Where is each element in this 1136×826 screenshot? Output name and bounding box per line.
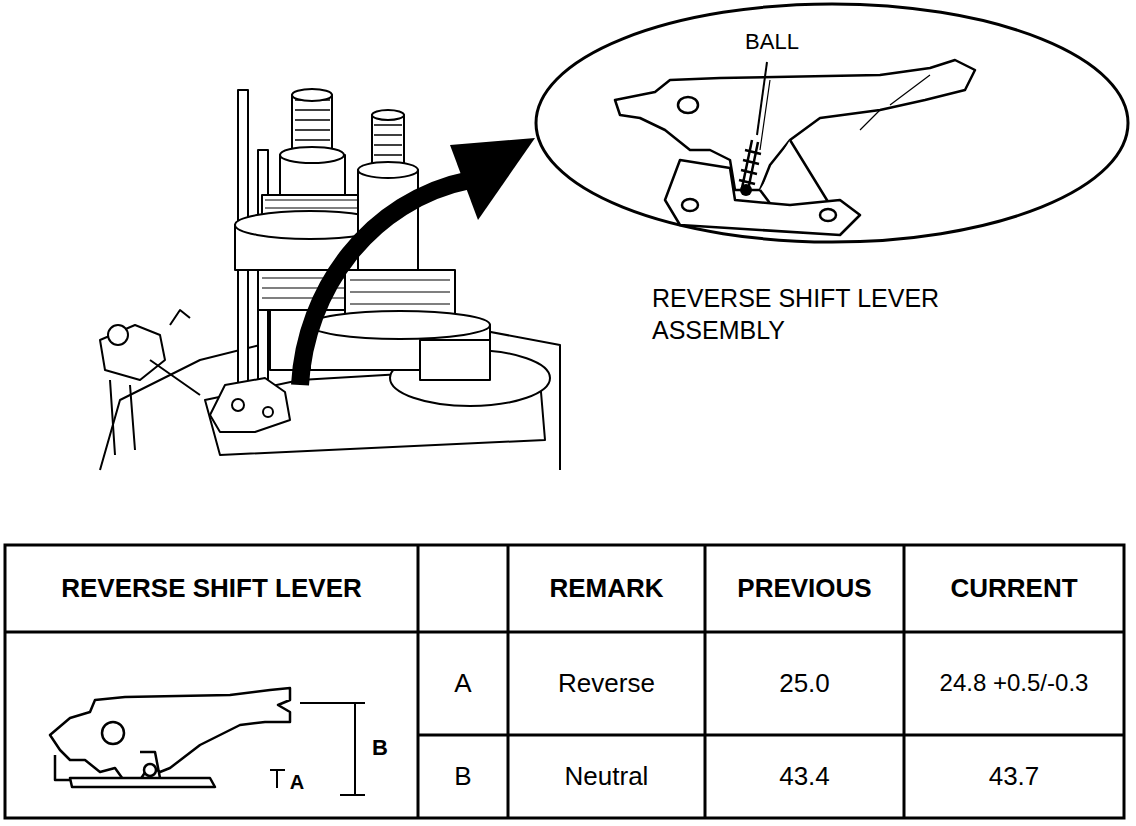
table-header: REVERSE SHIFT LEVER bbox=[5, 545, 418, 632]
dimension-label: B bbox=[362, 730, 398, 766]
table-cell: 43.4 bbox=[705, 735, 904, 818]
table-cell: 24.8 +0.5/-0.3 bbox=[904, 632, 1124, 735]
table-header: CURRENT bbox=[904, 545, 1124, 632]
table-cell: Neutral bbox=[508, 735, 705, 818]
table-cell: A bbox=[418, 632, 508, 735]
table-cell: B bbox=[418, 735, 508, 818]
table-header: PREVIOUS bbox=[705, 545, 904, 632]
part-label: BALL bbox=[722, 26, 822, 58]
table-cell: 43.7 bbox=[904, 735, 1124, 818]
table-cell: Reverse bbox=[508, 632, 705, 735]
dimension-label: A bbox=[282, 766, 312, 798]
table-header: REMARK bbox=[508, 545, 705, 632]
table-cell: 25.0 bbox=[705, 632, 904, 735]
part-title: REVERSE SHIFT LEVER ASSEMBLY bbox=[648, 278, 948, 350]
